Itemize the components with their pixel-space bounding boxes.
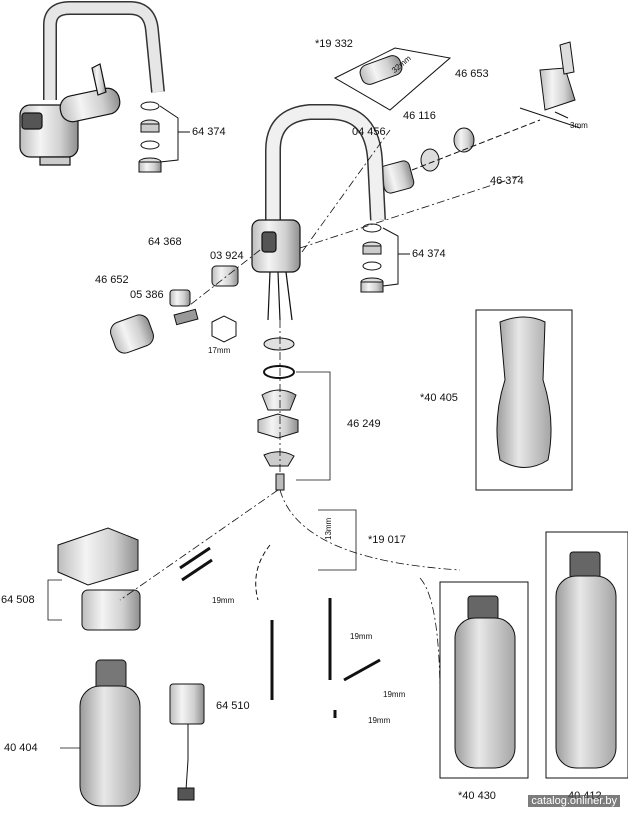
part-label-40405: *40 405 — [420, 392, 458, 404]
small-faucet-drawing — [19, 0, 165, 166]
part-label-40404: 40 404 — [4, 742, 38, 754]
aerator-set-right-drawing — [360, 223, 410, 293]
part-label-05386: 05 386 — [130, 289, 164, 301]
lever-handle-drawing — [519, 41, 581, 129]
mounting-kit-drawing — [257, 337, 299, 491]
part-label-64374-right: 64 374 — [412, 248, 446, 260]
dimension-label-13mm: 13mm — [324, 517, 333, 540]
part-label-64510: 64 510 — [216, 700, 250, 712]
handle-parts-drawing — [379, 119, 541, 194]
part-label-46116: 46 116 — [403, 110, 436, 122]
watermark: catalog.onliner.by — [528, 795, 620, 807]
dimension-label-3mm: 3mm — [570, 121, 588, 130]
part-label-64368: 64 368 — [148, 236, 182, 248]
part-label-64508: 64 508 — [1, 594, 35, 606]
aerator-set-top-drawing — [138, 101, 190, 173]
part-label-46652: 46 652 — [95, 274, 129, 286]
side-knob-drawing — [110, 265, 239, 354]
hoses-drawing — [179, 544, 381, 718]
part-label-46374: 46 374 — [490, 175, 524, 187]
cartridge-40412-drawing — [545, 531, 628, 779]
part-label-04456: 04 456 — [352, 126, 386, 138]
cartridge-40430-drawing — [439, 581, 529, 779]
part-label-03924: 03 924 — [210, 250, 244, 262]
dimension-label-19mm-b: 19mm — [350, 632, 373, 641]
control-box-drawing — [169, 683, 205, 801]
dimension-label-17mm: 17mm — [208, 346, 231, 355]
part-label-40430: *40 430 — [458, 790, 496, 802]
part-label-46249: 46 249 — [347, 418, 381, 430]
dimension-label-19mm-d: 19mm — [368, 716, 391, 725]
part-label-64374-top: 64 374 — [192, 126, 226, 138]
part-label-19332: *19 332 — [315, 38, 353, 50]
dimension-label-19mm-c: 19mm — [383, 690, 406, 699]
filter-bottle-drawing — [475, 309, 573, 491]
main-faucet-drawing — [251, 104, 386, 321]
part-label-46653: 46 653 — [455, 68, 489, 80]
part-label-19017: *19 017 — [368, 534, 406, 546]
leader-lines — [47, 129, 521, 749]
cartridge-sleeve-drawing — [333, 47, 452, 111]
dimension-label-19mm-a: 19mm — [212, 596, 235, 605]
filter-head-drawing — [57, 527, 141, 807]
